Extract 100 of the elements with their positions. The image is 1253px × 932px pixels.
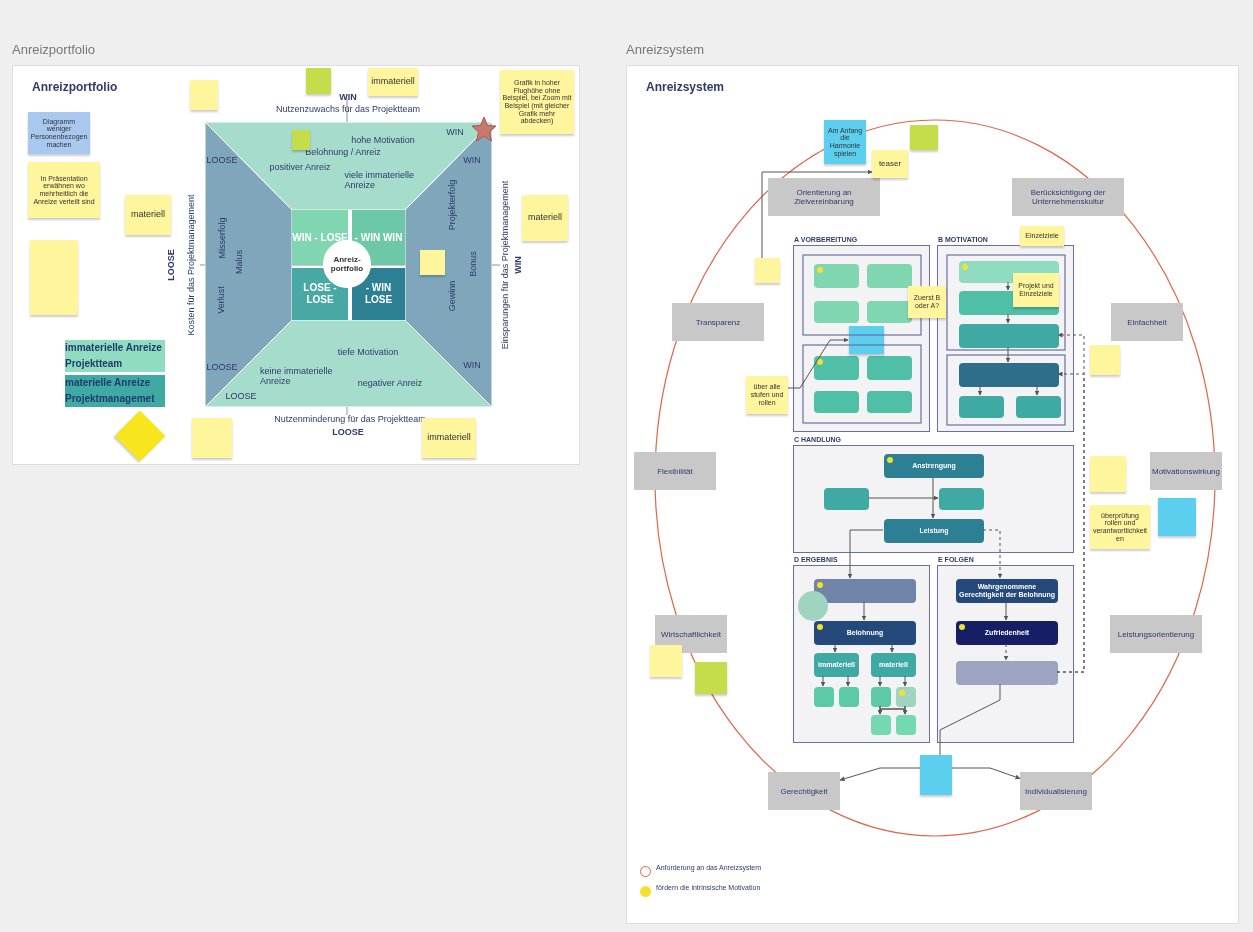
requirement-box: Transparenz [672,303,764,341]
sticky-note [420,250,445,275]
process-box [959,396,1004,418]
frame-label: Anreizportfolio [12,42,96,57]
frame-heading: Anreizportfolio [32,80,118,94]
connector-arrow [977,385,983,396]
process-box [867,391,912,413]
process-box [1016,396,1061,418]
sticky-note [650,645,682,677]
quadrant-label: Misserfolg [217,217,227,259]
connector-arrow [787,337,849,389]
connector-arrow [1003,601,1009,621]
process-box [814,301,859,323]
process-box [814,687,834,707]
requirement-box: Berücksichtigung der Unternehmenskultur [1012,178,1124,216]
requirement-box: Leistungsorientierung [1110,615,1202,653]
sticky-note [755,258,780,283]
connector-arrow [951,767,1021,780]
process-box [867,356,912,380]
sticky-note: teaser [872,150,908,178]
quadrant-label: LOOSE [206,155,238,165]
connector-arrow [839,767,921,782]
process-box [871,715,891,735]
quadrant-label: WIN [463,155,481,165]
sticky-note: materiell [125,195,171,235]
connector-arrow [902,705,908,715]
sticky-note [190,80,218,110]
axis-label: LOOSE [332,427,364,437]
sticky-note [920,755,952,795]
process-box [871,687,891,707]
sticky-note [1090,345,1120,375]
connector-arrow [982,529,1003,579]
process-box [814,264,859,288]
requirement-box: Wirtschaftlichkeit [655,615,727,653]
quadrant-label: negativer Anreiz [357,378,423,388]
frame-heading: Anreizsystem [646,80,725,94]
sticky-note [1090,456,1126,492]
process-box [959,324,1059,348]
connector-arrow [889,643,895,653]
note-circle [798,591,828,621]
connector-arrow [902,675,908,687]
process-box [896,687,916,707]
connector-arrow [820,675,826,687]
axis-label: WIN [339,92,357,102]
process-box [824,488,869,510]
requirement-box: Einfachheit [1111,303,1183,341]
sticky-note: immateriell [422,418,476,458]
frame-label: Anreizsystem [626,42,705,57]
process-box [814,356,859,380]
sticky-note [910,125,938,150]
quadrant-label: Malus [234,250,244,274]
process-box [959,363,1059,387]
connector-arrow [1005,346,1011,363]
quadrant-label: positiver Anreiz [269,162,331,172]
process-box [814,579,916,603]
sticky-note [30,240,78,315]
quadrant-label: LOOSE [225,391,257,401]
quadrant-label: WIN [463,360,481,370]
quadrant-label: Gewinn [447,280,457,312]
requirement-box: Individualisierung [1020,772,1092,810]
quadrant-label: hohe Motivation [351,135,415,145]
sticky-note: materiell [522,195,568,241]
process-box [896,715,916,735]
quadrant-label: keine immaterielle Anreize [260,366,334,386]
quadrant-label: WIN [446,127,464,137]
process-box [956,661,1058,685]
connector-arrow [1034,385,1040,396]
connector-arrow [1003,643,1009,661]
quadrant-label: tiefe Motivation [337,347,399,357]
connector-arrow [761,169,873,259]
process-box [939,488,984,510]
connector-arrow [1005,313,1011,324]
sticky-note [192,418,232,458]
sticky-note [1158,498,1196,536]
axis-label: WIN [513,256,523,274]
connector-arrow [1005,281,1011,291]
requirement-box: Motivationswirkung [1150,452,1222,490]
process-box [867,264,912,288]
requirement-box: Gerechtigkeit [768,772,840,810]
axis-label: Einsparungen für das Projektmanagement [500,180,510,350]
sticky-note [306,68,331,94]
connector-arrow [832,643,838,653]
connector-arrow [847,529,884,579]
process-box [839,687,859,707]
quadrant-label: Bonus [468,251,478,277]
axis-label: Kosten für das Projektmanagement [186,194,196,336]
process-box [814,391,859,413]
quadrant-label: LOOSE [206,362,238,372]
sticky-note: immateriell [368,68,418,96]
requirement-box: Orientierung an Zielvereinbarung [768,178,880,216]
connector-arrow [867,495,939,501]
quadrant-label: Projekterfolg [447,179,457,231]
connector-arrow [861,601,867,621]
legend-entry: materielle Anreize Projektmanagemet [65,375,165,407]
quadrant-label: viele immaterielle Anreize [344,170,416,190]
requirement-box: Flexibilität [634,452,716,490]
connector-arrow [930,476,936,519]
quadrant-label: Verlust [216,286,226,314]
process-box [867,301,912,323]
sticky-note [292,130,310,150]
